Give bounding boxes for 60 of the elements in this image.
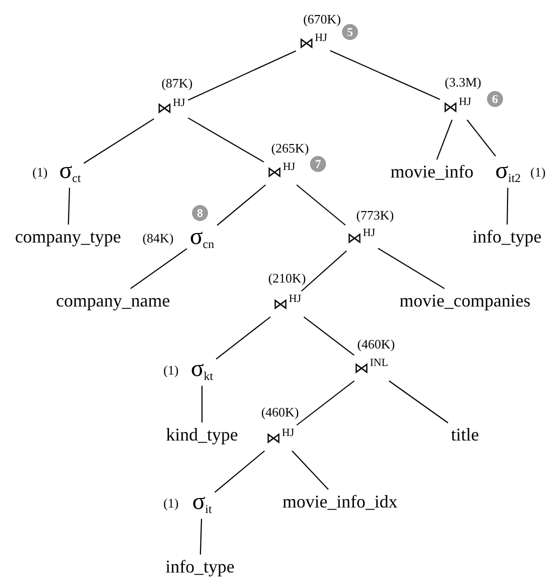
- join-operator: ⋈$^{HJ}$: [266, 428, 294, 448]
- table-name: kind_type: [166, 426, 238, 444]
- tree-edge: [296, 380, 355, 426]
- tree-edge: [188, 50, 296, 101]
- cardinality-estimate: (773K): [356, 208, 394, 222]
- join-operator: ⋈$^{HJ}$: [272, 294, 302, 314]
- cardinality-estimate: (1): [163, 496, 179, 510]
- tree-edge: [84, 118, 154, 164]
- tree-edge: [436, 120, 453, 160]
- table-name: movie_info_idx: [282, 492, 398, 512]
- join-operator: ⋈$^{HJ}$: [442, 97, 472, 117]
- cardinality-estimate: (84K): [142, 232, 174, 244]
- tree-edge: [506, 188, 508, 225]
- table-name: title: [451, 426, 479, 444]
- tree-edge: [130, 248, 188, 289]
- table-name: movie_companies: [400, 292, 530, 310]
- tree-edge: [216, 184, 266, 226]
- cardinality-estimate: (1): [163, 364, 179, 376]
- tree-edge: [200, 518, 202, 555]
- table-name: company_name: [56, 292, 170, 310]
- cardinality-estimate: (3.3M): [444, 76, 482, 88]
- tree-edge: [214, 450, 265, 493]
- tree-edge: [296, 184, 346, 226]
- cardinality-estimate: (1): [530, 166, 546, 178]
- cardinality-estimate: (210K): [268, 272, 306, 284]
- cardinality-estimate: (460K): [261, 406, 299, 418]
- selection-operator: σ$_{cn}$: [190, 225, 214, 251]
- cardinality-estimate: (1): [32, 166, 48, 178]
- table-name: company_type: [15, 228, 121, 246]
- cardinality-estimate: (265K): [271, 142, 309, 154]
- tree-edge: [466, 120, 496, 157]
- tree-edge: [378, 248, 445, 290]
- selection-operator: σ$_{ct}$: [59, 159, 81, 185]
- join-operator: ⋈$^{INL}$: [354, 358, 388, 378]
- tree-edge: [304, 316, 354, 356]
- tree-edge: [188, 117, 264, 163]
- join-operator: ⋈$^{HJ}$: [266, 162, 296, 182]
- table-name: info_type: [472, 228, 542, 246]
- step-number-badge: 7: [310, 156, 326, 172]
- tree-edge: [201, 386, 203, 423]
- step-number-badge: 5: [342, 24, 358, 40]
- table-name: info_type: [166, 558, 234, 576]
- step-number-badge: 6: [487, 91, 503, 107]
- join-operator: ⋈$^{HJ}$: [346, 228, 376, 248]
- join-operator: ⋈$^{HJ}$: [156, 98, 186, 118]
- selection-operator: σ$_{kt}$: [190, 357, 214, 383]
- cardinality-estimate: (460K): [357, 338, 395, 350]
- tree-edge: [330, 50, 440, 100]
- cardinality-estimate: (87K): [161, 76, 193, 90]
- tree-edge: [68, 188, 70, 225]
- tree-edge: [216, 316, 271, 360]
- table-name: movie_info: [390, 162, 474, 182]
- tree-edge: [301, 250, 347, 292]
- tree-edge: [388, 380, 448, 424]
- cardinality-estimate: (670K): [303, 12, 341, 26]
- selection-operator: σ$_{it2}$: [495, 159, 521, 185]
- selection-operator: σ$_{it}$: [192, 490, 212, 516]
- tree-edge: [292, 450, 329, 490]
- step-number-badge: 8: [192, 205, 208, 221]
- join-operator: ⋈$^{HJ}$: [298, 33, 328, 53]
